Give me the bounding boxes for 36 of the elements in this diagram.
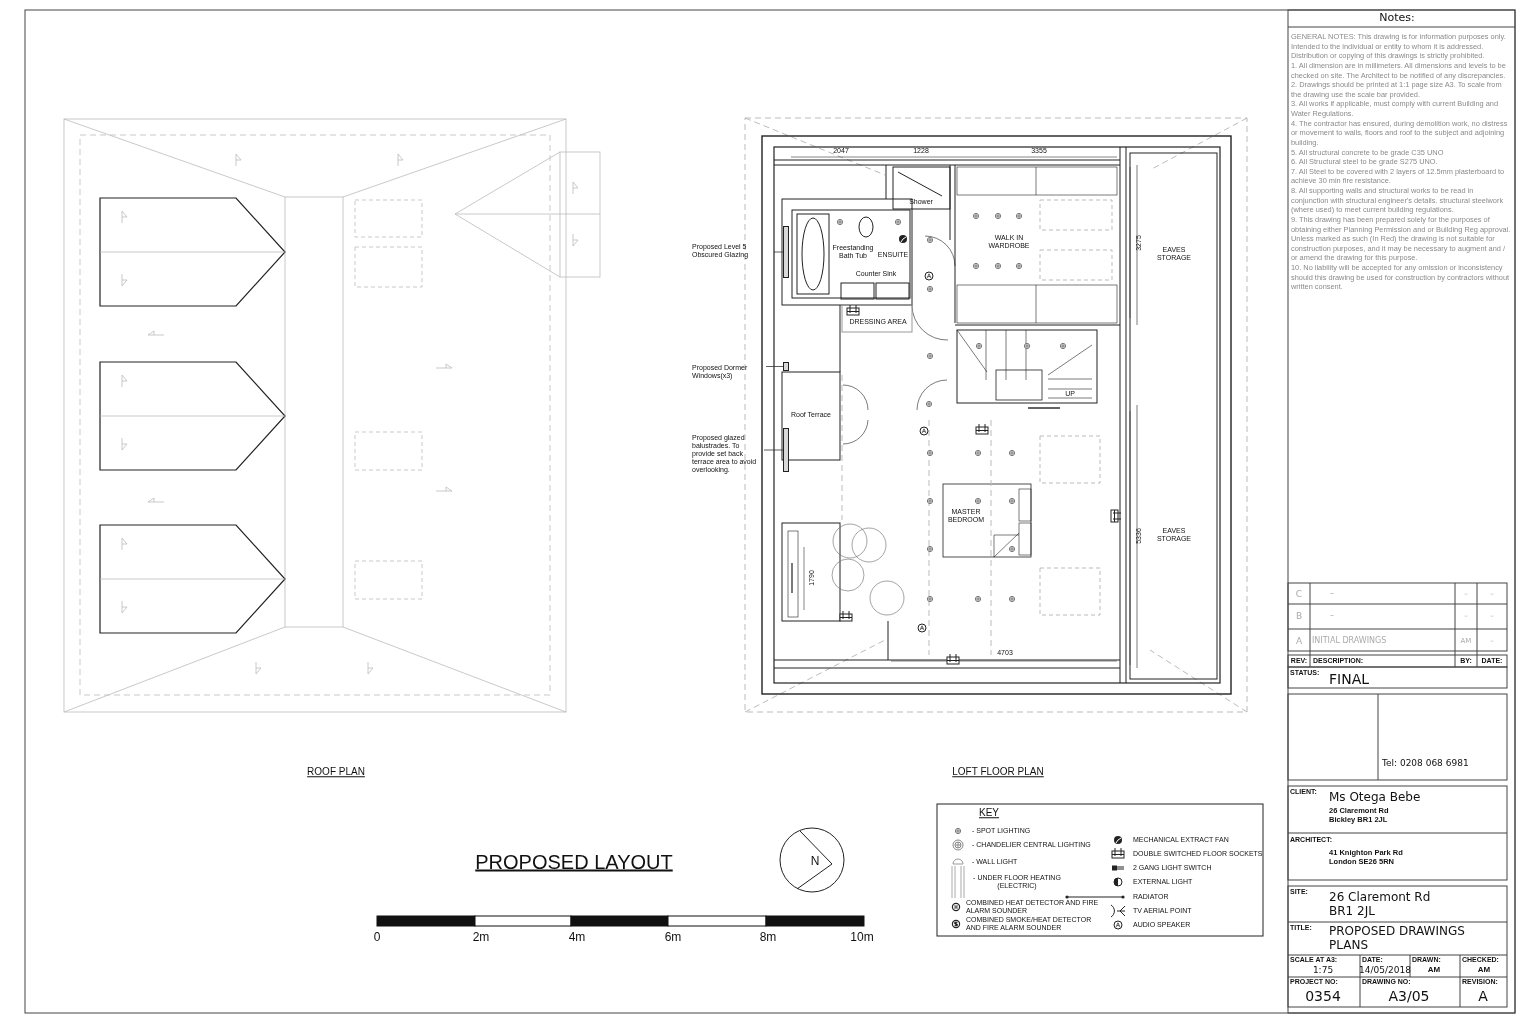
field-value: 1:75 <box>1312 964 1334 976</box>
scale-label: 6m <box>664 931 682 945</box>
window-frame <box>783 226 789 278</box>
field-value: AM <box>1427 965 1441 975</box>
revision-entry: B <box>1295 610 1303 622</box>
plan-title: ROOF PLAN <box>307 766 365 778</box>
field-value: 0354 <box>1305 987 1341 1005</box>
field-value: 26 Claremont Rd BR1 2JL <box>1329 891 1432 919</box>
revision-entry: C <box>1295 588 1303 600</box>
window-frame <box>783 428 789 472</box>
phone-number: Tel: 0208 068 6981 <box>1382 757 1469 769</box>
field-value: PROPOSED DRAWINGS PLANS <box>1329 925 1466 953</box>
field-value: A3/05 <box>1388 987 1430 1005</box>
plan-title: LOFT FLOOR PLAN <box>952 766 1044 778</box>
leader-line <box>773 251 784 253</box>
field-value: 14/05/2018 <box>1359 964 1411 976</box>
scale-label: 0 <box>373 931 381 945</box>
revision-entry: A <box>1295 635 1303 647</box>
revision-entry: INITIAL DRAWINGS <box>1312 636 1387 646</box>
scale-label: 4m <box>568 931 586 945</box>
revision-entry: – <box>1330 589 1334 599</box>
scale-label: 8m <box>759 931 777 945</box>
drawing-title: PROPOSED LAYOUT <box>475 850 673 874</box>
revision-entry: – <box>1330 611 1334 621</box>
field-value: A <box>1478 987 1488 1005</box>
leader-line <box>765 366 784 367</box>
scale-label: 2m <box>472 931 490 945</box>
status-value: FINAL <box>1329 670 1370 688</box>
window-frame <box>783 362 789 371</box>
field-value: Ms Otega Bebe <box>1329 791 1421 805</box>
north-label: N <box>810 855 820 869</box>
scale-label: 10m <box>850 931 874 945</box>
leader-line <box>763 449 784 451</box>
field-value: AM <box>1477 965 1491 975</box>
key-heading: KEY <box>979 807 999 819</box>
notes-heading: Notes: <box>1379 11 1415 25</box>
